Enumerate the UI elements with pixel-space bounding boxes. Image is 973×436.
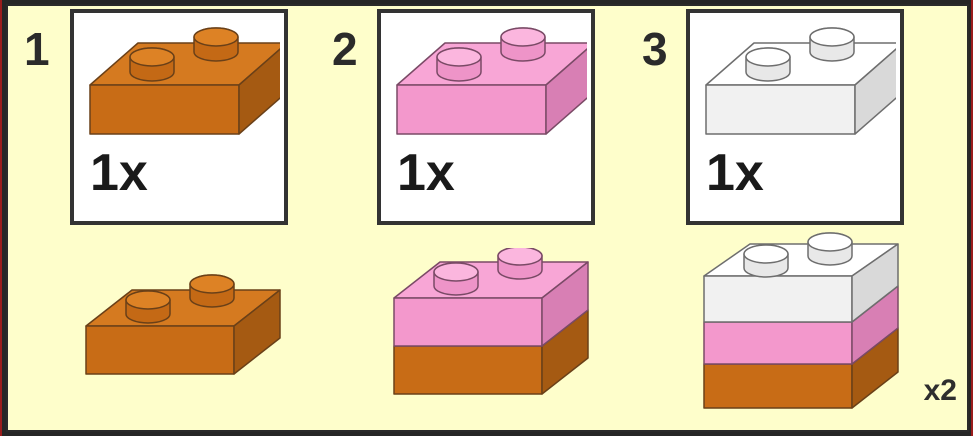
parts-callout-2: 1x	[377, 9, 595, 225]
model-step-2	[386, 248, 598, 408]
brick-white-1x2	[696, 17, 896, 147]
step-number-1: 1	[24, 26, 50, 72]
model-step-1	[78, 266, 290, 396]
model-step-3	[696, 232, 908, 418]
brick-pink-1x2	[387, 17, 587, 147]
quantity-label: 1x	[90, 147, 148, 199]
parts-callout-3: 1x	[686, 9, 904, 225]
step-number-3: 3	[642, 26, 668, 72]
instruction-panel: 1 1x 2	[6, 4, 969, 432]
parts-callout-1: 1x	[70, 9, 288, 225]
step-number-2: 2	[332, 26, 358, 72]
quantity-label: 1x	[397, 147, 455, 199]
quantity-label: 1x	[706, 147, 764, 199]
multiplier-label: x2	[924, 376, 957, 406]
brick-orange-1x2	[80, 17, 280, 147]
